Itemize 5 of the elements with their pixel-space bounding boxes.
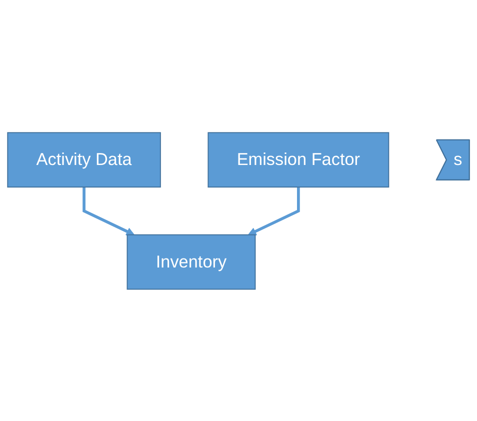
node-box: Activity Data bbox=[7, 132, 161, 188]
arrow bbox=[248, 186, 300, 235]
arrow bbox=[82, 186, 135, 235]
node-box: Emission Factor bbox=[208, 132, 390, 188]
node-box: Inventory bbox=[126, 234, 256, 290]
